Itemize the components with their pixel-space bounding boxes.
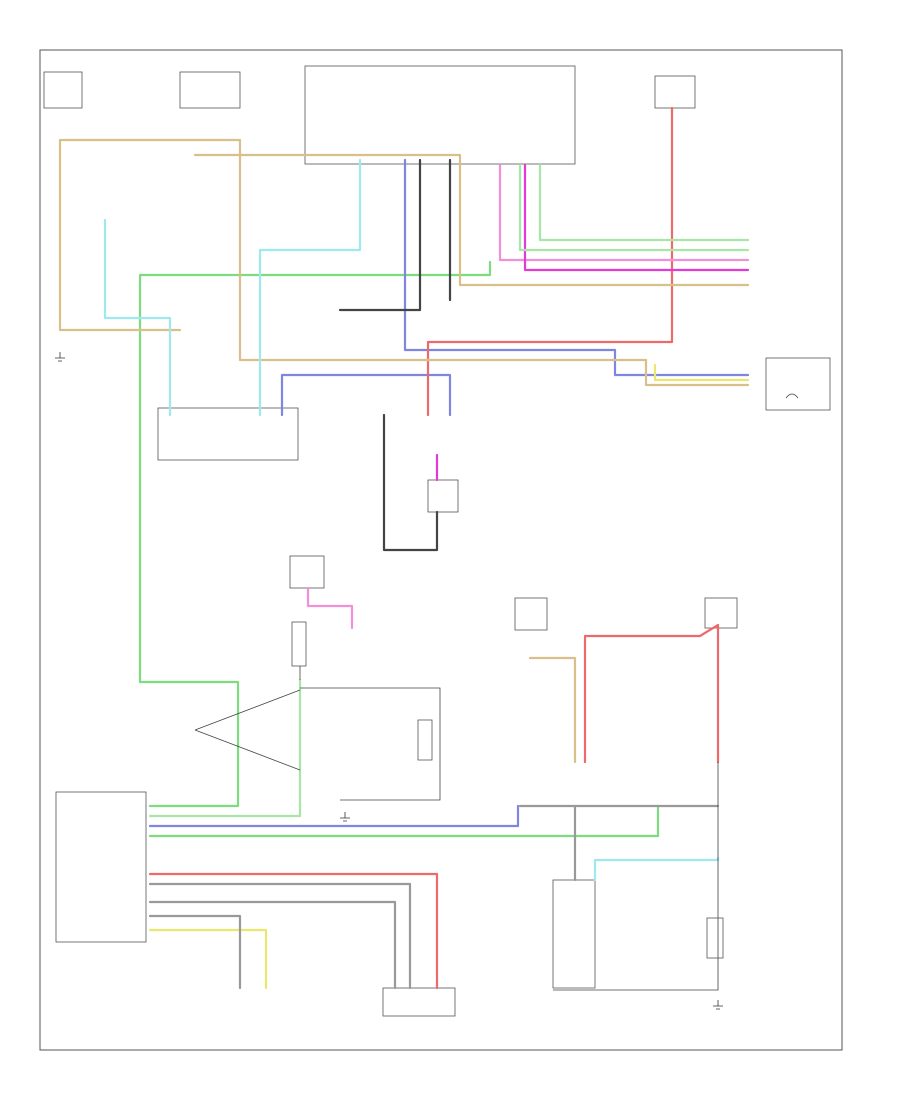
ac-compressor-clutch xyxy=(417,719,433,761)
left-cooling-fan xyxy=(552,879,596,989)
fuse-center-right xyxy=(514,597,548,631)
ground-symbols xyxy=(55,352,723,1010)
blower-switch xyxy=(157,407,299,461)
powertrain-control-module xyxy=(55,791,147,943)
body-control-module xyxy=(304,65,576,165)
fuse-center xyxy=(289,555,325,589)
fuse-upper-left xyxy=(43,71,83,109)
wire-cyan xyxy=(103,158,720,882)
wire-pink xyxy=(306,163,750,630)
wire-gray xyxy=(148,804,720,990)
blower-motor xyxy=(427,479,459,513)
wire-yellow xyxy=(148,363,750,990)
wire-red xyxy=(148,106,720,990)
diagram-frame xyxy=(39,49,843,1051)
wire-green-long xyxy=(138,260,492,808)
wire-magenta xyxy=(435,163,750,482)
fuse-top-right xyxy=(654,75,696,109)
ac-compressor-relay xyxy=(291,621,307,667)
schematic-lines xyxy=(194,666,719,991)
wire-blue xyxy=(148,158,750,828)
right-cooling-fan xyxy=(706,917,724,959)
fuse-far-right xyxy=(704,597,738,629)
wire-tan xyxy=(58,138,750,764)
wire-light-green xyxy=(148,163,750,818)
ac-pressure-sensor xyxy=(765,357,831,411)
wire-dark xyxy=(338,158,452,552)
wire-green-bottom xyxy=(148,804,660,838)
fuse-upper-left-2 xyxy=(179,71,241,109)
ac-refrigerant-pressure-sensor xyxy=(382,987,456,1017)
